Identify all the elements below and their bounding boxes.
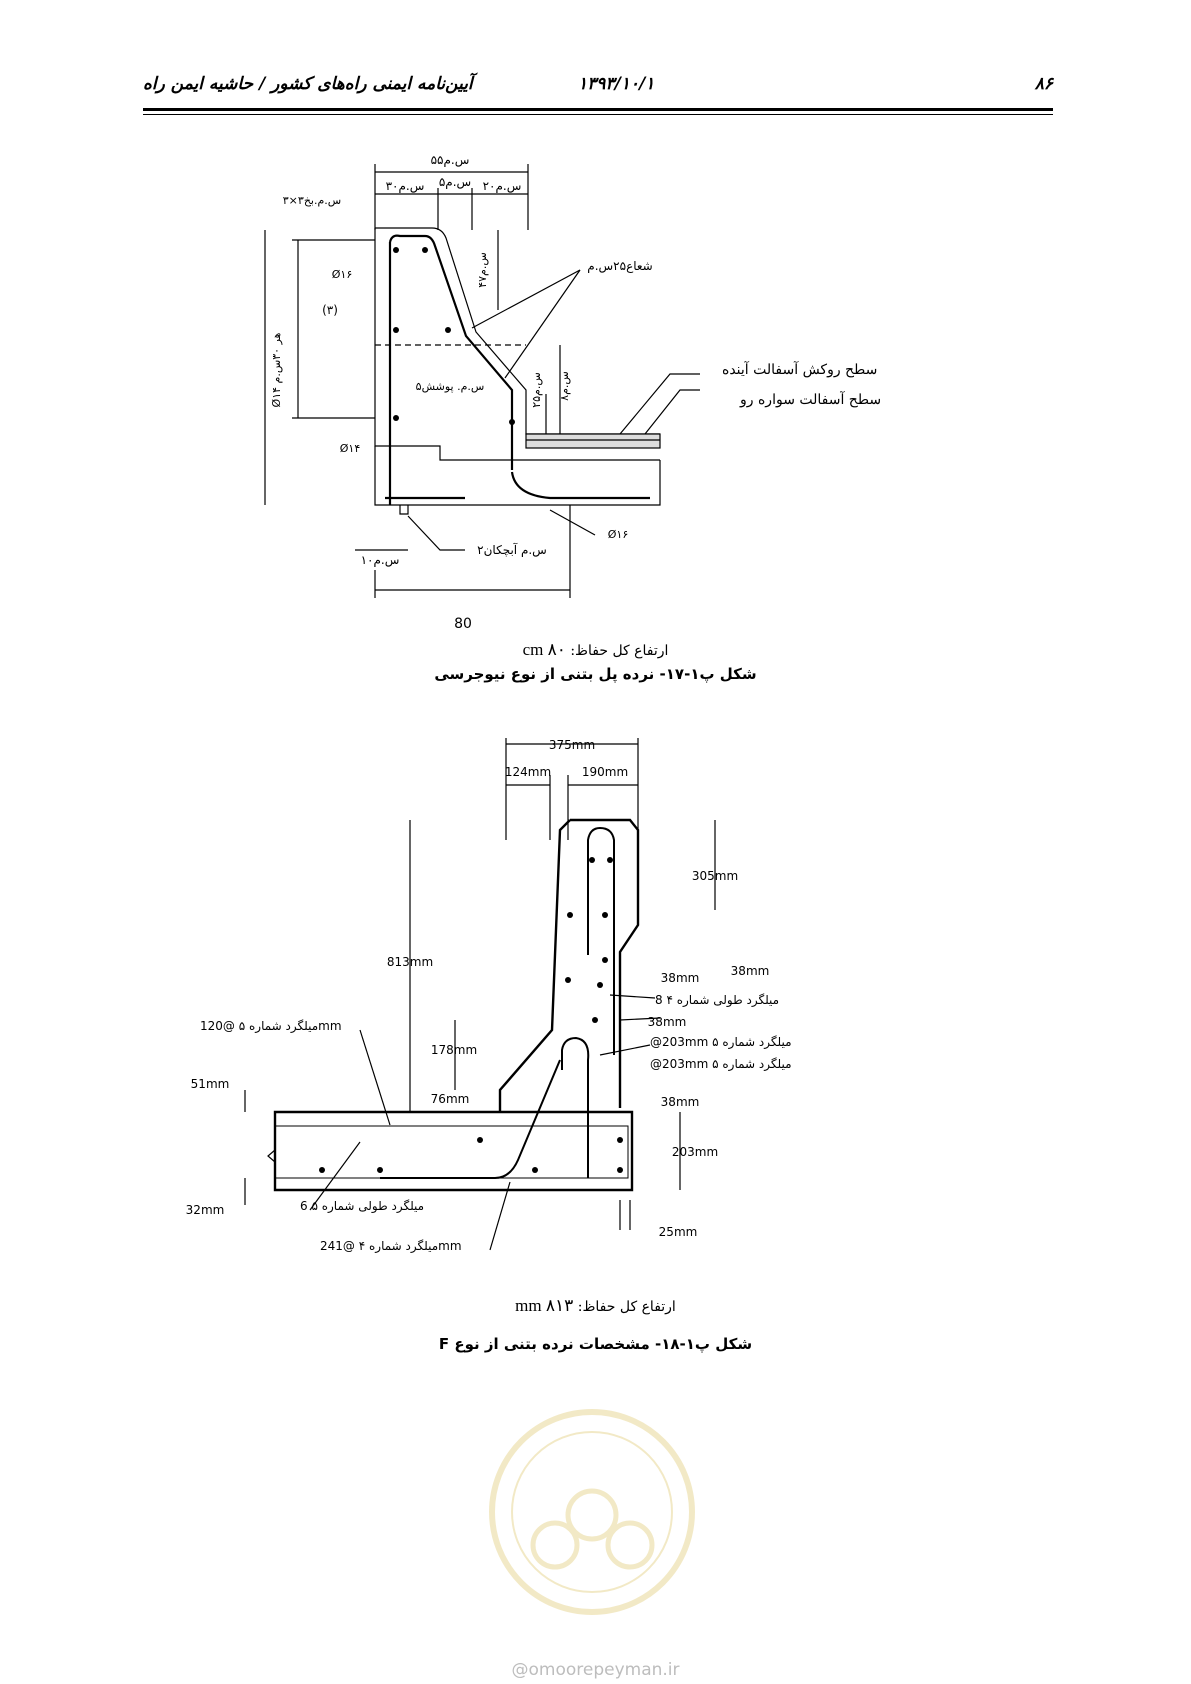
header-rule-thin xyxy=(143,114,1053,115)
height-note-value: ۸۰ cm xyxy=(522,640,566,659)
dim-375mm: 375mm xyxy=(549,738,595,752)
dim-124mm: 124mm xyxy=(505,765,551,779)
figure-17-drawing: ۵۵س.م ۳۰س.م ۵س.م ۲۰س.م ۳×۳س.م.بخ شعاع۲۵س… xyxy=(264,153,700,632)
dim-51mm: 51mm xyxy=(191,1077,230,1091)
dim-305mm: 305mm xyxy=(692,869,738,883)
dim-10cm: ۱۰س.م xyxy=(361,553,400,568)
dim-38mm-d: 38mm xyxy=(661,1095,700,1109)
dim-190mm: 190mm xyxy=(582,765,628,779)
dim-76mm: 76mm xyxy=(431,1092,470,1106)
dim-20cm: ۲۰س.م xyxy=(483,179,522,194)
dim-47cm: ۴۷س.م xyxy=(476,252,489,288)
rebar-long6: 6 میلگرد طولی شماره ۵ xyxy=(300,1199,424,1214)
dim-5cm: ۵س.م xyxy=(439,175,471,190)
height-note-label: ارتفاع کل حفاظ: xyxy=(570,643,669,659)
header-title: آیین‌نامه ایمنی راه‌های کشور / حاشیه ایم… xyxy=(143,74,473,94)
dim-178mm: 178mm xyxy=(431,1043,477,1057)
figure18-caption: شکل پ۱-۱۸- مشخصات نرده بتنی از نوع F xyxy=(438,1335,753,1353)
radius-label: شعاع۲۵س.م xyxy=(587,259,652,274)
watermark-logo xyxy=(489,1409,695,1615)
chamfer-label: ۳×۳س.م.بخ xyxy=(283,194,341,207)
header-rule-thick xyxy=(143,108,1053,111)
dim-8cm: ۸س.م xyxy=(558,371,571,401)
dim-25mm: 25mm xyxy=(659,1225,698,1239)
bar14-side-label: Ø۱۴ هر ۳۰س.م xyxy=(270,332,283,407)
dim-30cm: ۳۰س.م xyxy=(386,179,425,194)
figure17-height-note: ارتفاع کل حفاظ: ۸۰ cm xyxy=(0,640,1191,660)
dim-813mm: 813mm xyxy=(387,955,433,969)
rebar-bar5-120: میلگرد شماره ۵ @120mm xyxy=(200,1019,342,1034)
drip-label: ۲س.م آبچکان xyxy=(477,542,547,558)
header-date: ۱۳۹۳/۱۰/۱ xyxy=(578,74,655,94)
dim-38mm-a: 38mm xyxy=(661,971,700,985)
rebar-long8: 8 میلگرد طولی شماره ۴ xyxy=(655,993,779,1008)
dim-25cm: ۲۵س.م xyxy=(530,372,543,408)
bar14-low-label: Ø۱۴ xyxy=(340,442,361,455)
bar16-low-label: Ø۱۶ xyxy=(608,528,628,541)
height-note-value: ۸۱۳ mm xyxy=(515,1296,574,1315)
figure17-caption: شکل پ۱-۱۷- نرده پل بتنی از نوع نیوجرسی xyxy=(434,665,757,683)
rebar-bar4-241: میلگرد شماره ۴ @241mm xyxy=(320,1239,462,1254)
dim-38mm-c: 38mm xyxy=(648,1015,687,1029)
bar16-top-label: Ø۱۶ xyxy=(332,268,352,281)
page-header: ۸۶ ۱۳۹۳/۱۰/۱ آیین‌نامه ایمنی راه‌های کشو… xyxy=(143,68,1053,115)
roadway-surface-label: سطح آسفالت سواره رو xyxy=(740,392,882,408)
ref3-label: (۳) xyxy=(322,303,338,317)
page-number: ۸۶ xyxy=(1034,74,1053,94)
rebar-bar5-203a: @203mm میلگرد شماره ۵ xyxy=(650,1035,792,1050)
cover-label: ۵س.م. پوشش xyxy=(416,380,485,393)
rebar-bar5-203b: @203mm میلگرد شماره ۵ xyxy=(650,1057,792,1072)
height-note-label: ارتفاع کل حفاظ: xyxy=(577,1299,676,1315)
dim-32mm: 32mm xyxy=(186,1203,225,1217)
dim-80: 80 xyxy=(454,616,472,632)
dim-203mm: 203mm xyxy=(672,1145,718,1159)
figure-18-drawing: 375mm 124mm 190mm 305mm 813mm 38mm 38mm … xyxy=(186,738,792,1254)
dim-38mm-b: 38mm xyxy=(731,964,770,978)
future-overlay-label: سطح روکش آسفالت آینده xyxy=(722,362,878,378)
figure18-height-note: ارتفاع کل حفاظ: ۸۱۳ mm xyxy=(0,1296,1191,1316)
watermark-text: @omoorepeyman.ir xyxy=(511,1660,680,1680)
dim-55cm: ۵۵س.م xyxy=(431,153,470,168)
